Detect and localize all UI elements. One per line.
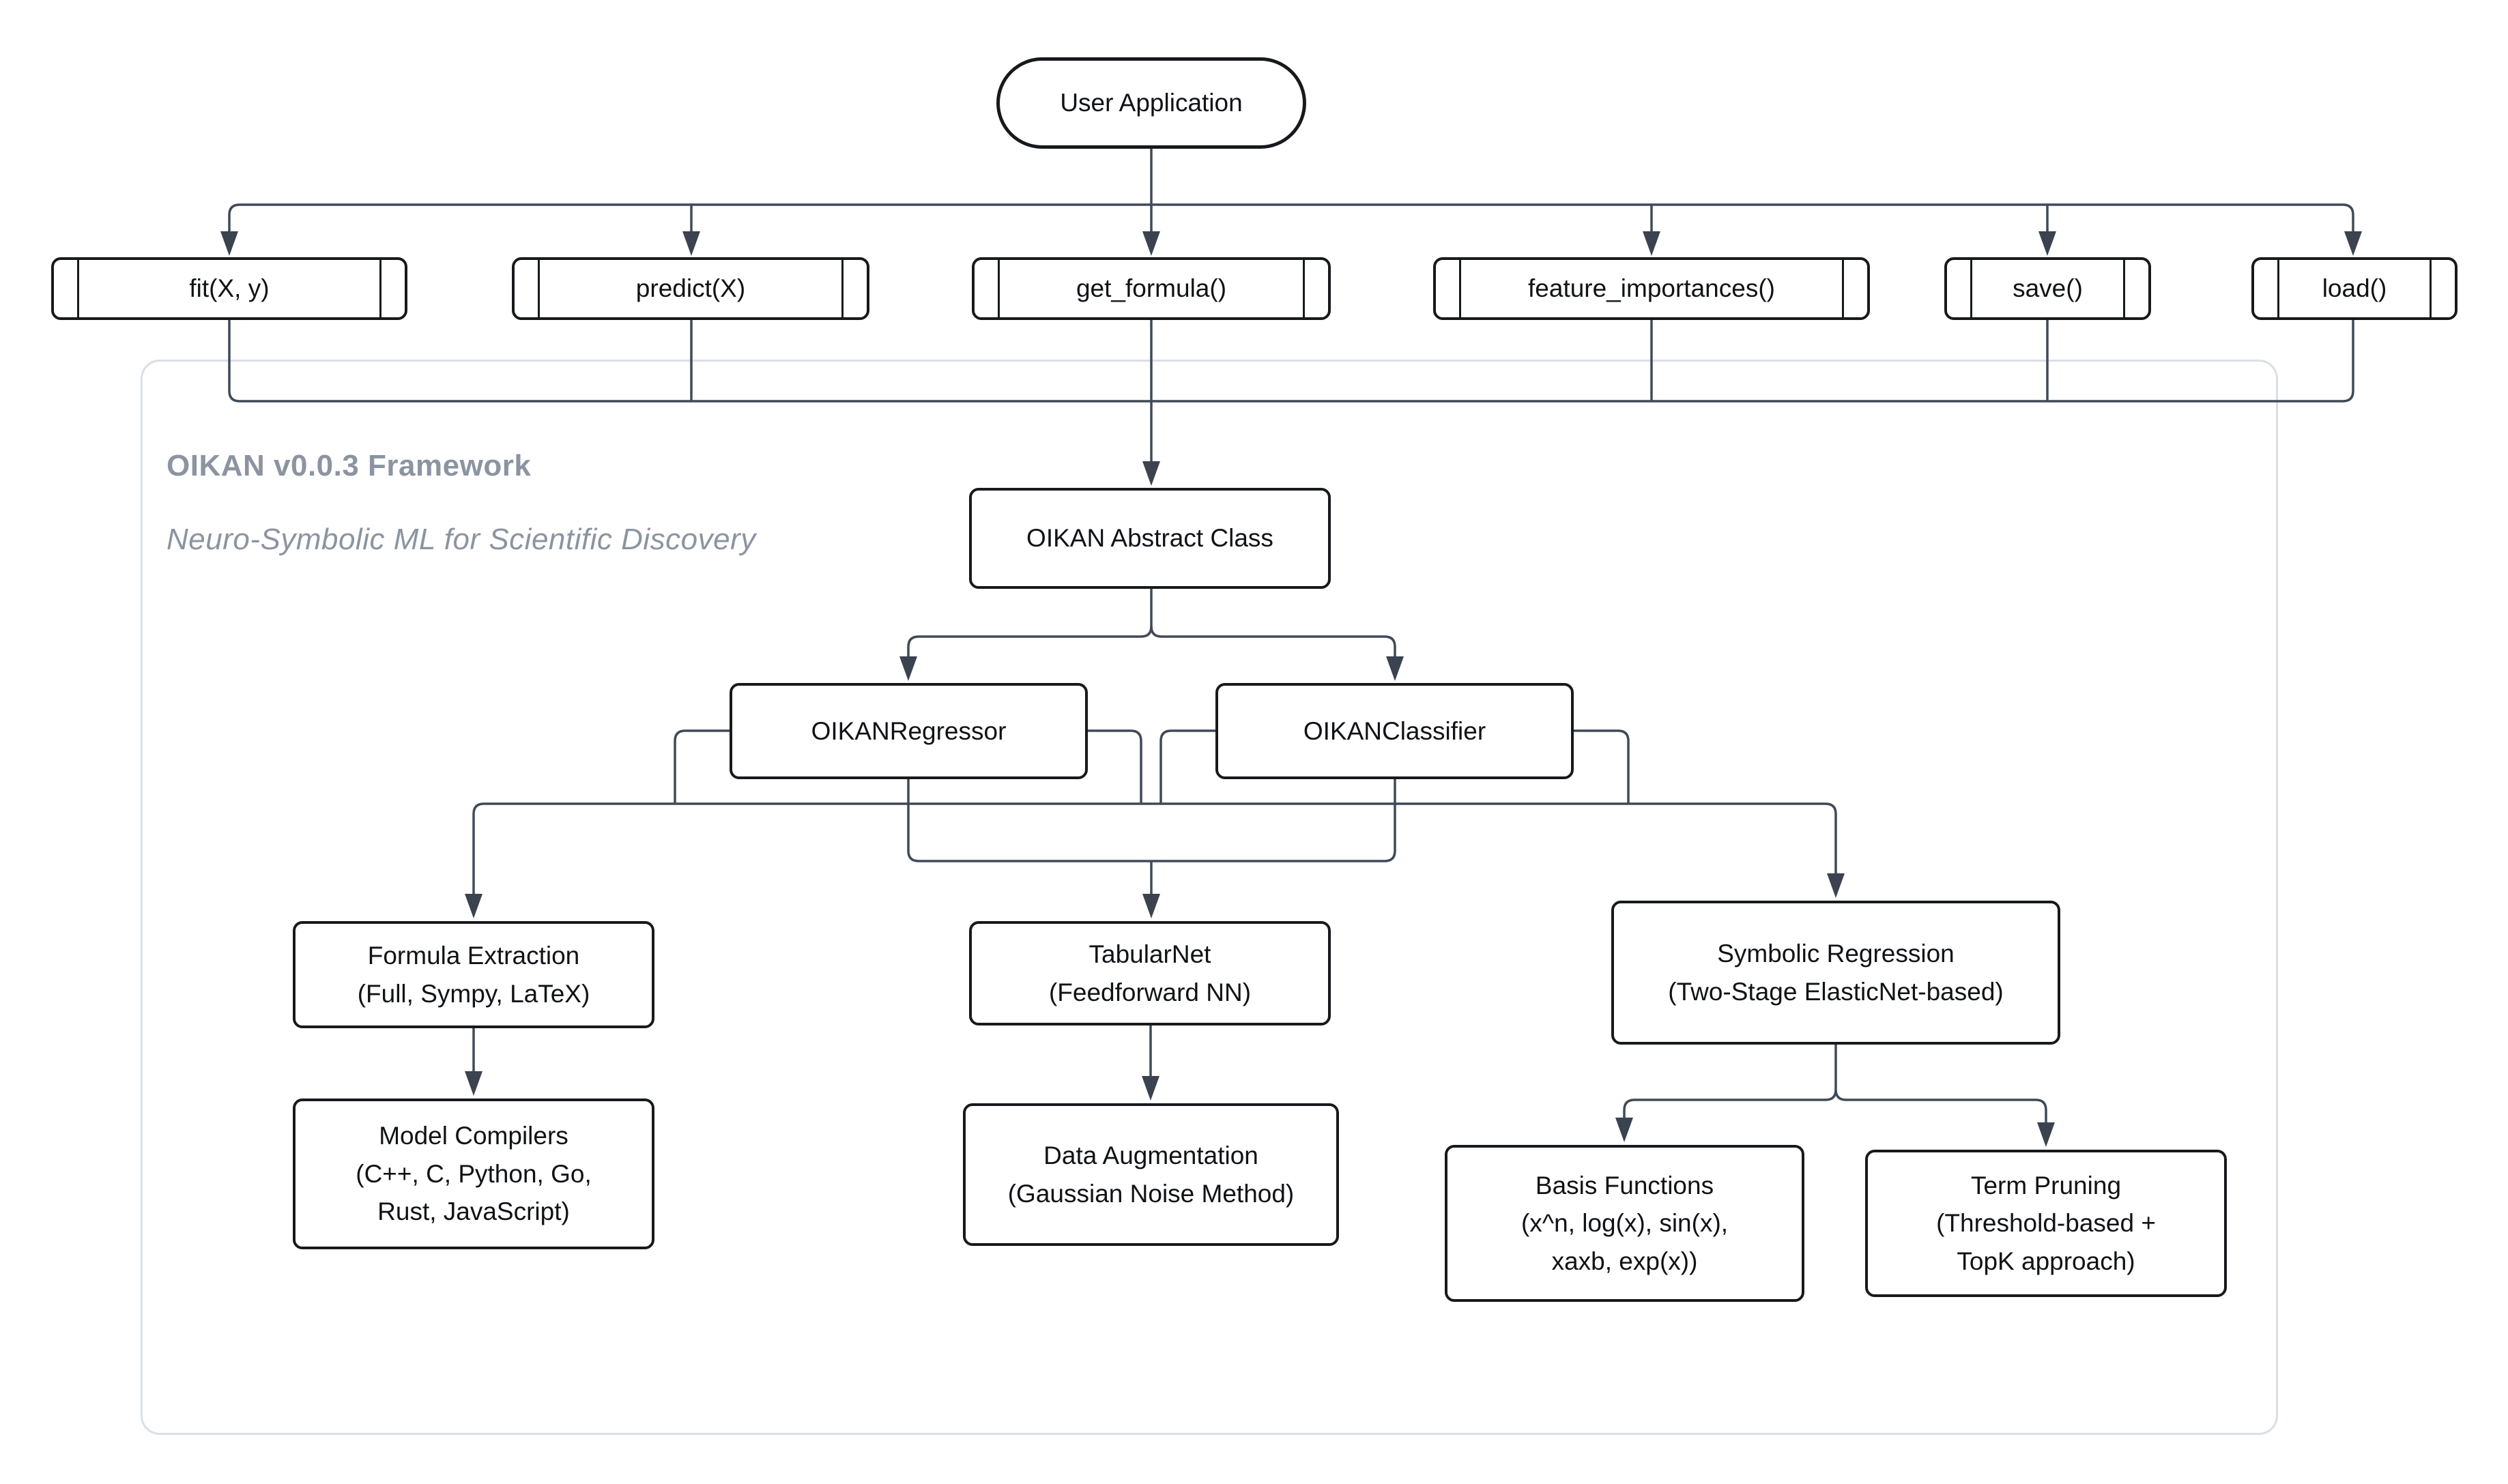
node-formula-extraction: Formula Extraction (Full, Sympy, LaTeX) [293, 921, 654, 1028]
node-label: Model Compilers [379, 1122, 568, 1150]
node-label: feature_importances() [1528, 274, 1775, 303]
node-label: TabularNet [1089, 940, 1211, 968]
node-user-application: User Application [996, 57, 1306, 149]
node-model-compilers: Model Compilers (C++, C, Python, Go, Rus… [293, 1099, 654, 1249]
node-label: Formula Extraction [367, 942, 580, 970]
node-save: save() [1944, 257, 2151, 320]
node-term-pruning: Term Pruning (Threshold-based + TopK app… [1865, 1150, 2227, 1297]
node-oikan-classifier: OIKANClassifier [1215, 683, 1574, 779]
node-symbolic-regression: Symbolic Regression (Two-Stage ElasticNe… [1611, 901, 2060, 1045]
node-tabularnet: TabularNet (Feedforward NN) [969, 921, 1331, 1025]
node-oikan-regressor: OIKANRegressor [730, 683, 1088, 779]
node-sublabel: (x^n, log(x), sin(x), [1520, 1209, 1729, 1238]
node-label: OIKANClassifier [1303, 716, 1486, 745]
node-label: Symbolic Regression [1717, 940, 1955, 967]
node-feature-importances: feature_importances() [1433, 257, 1870, 320]
node-get-formula: get_formula() [972, 257, 1331, 320]
node-label: predict(X) [635, 274, 746, 303]
node-load: load() [2251, 257, 2457, 320]
node-sublabel: xaxb, exp(x)) [1551, 1247, 1698, 1275]
node-label: get_formula() [1076, 274, 1227, 303]
node-label: fit(X, y) [189, 274, 270, 303]
node-label: OIKANRegressor [811, 716, 1007, 745]
node-label: Basis Functions [1535, 1171, 1714, 1199]
node-label: User Application [1060, 89, 1243, 117]
node-label: save() [2013, 274, 2083, 303]
node-label: Term Pruning [1970, 1171, 2122, 1199]
node-basis-functions: Basis Functions (x^n, log(x), sin(x), xa… [1445, 1145, 1804, 1302]
node-label: load() [2322, 274, 2387, 303]
node-sublabel: (Feedforward NN) [1048, 978, 1252, 1006]
node-sublabel: (C++, C, Python, Go, [356, 1159, 592, 1188]
node-sublabel: TopK approach) [1957, 1247, 2135, 1275]
node-sublabel: (Full, Sympy, LaTeX) [357, 979, 590, 1008]
node-oikan-abstract-class: OIKAN Abstract Class [969, 488, 1331, 589]
node-fit: fit(X, y) [51, 257, 407, 320]
node-sublabel: Rust, JavaScript) [377, 1197, 570, 1226]
node-predict: predict(X) [512, 257, 869, 320]
node-sublabel: (Gaussian Noise Method) [1007, 1179, 1295, 1208]
node-sublabel: (Two-Stage ElasticNet-based) [1668, 977, 2004, 1006]
framework-subtitle: Neuro-Symbolic ML for Scientific Discove… [167, 523, 756, 556]
node-label: Data Augmentation [1043, 1141, 1258, 1169]
framework-title: OIKAN v0.0.3 Framework [167, 449, 532, 482]
node-sublabel: (Threshold-based + [1936, 1209, 2156, 1238]
node-data-augmentation: Data Augmentation (Gaussian Noise Method… [963, 1103, 1339, 1246]
node-label: OIKAN Abstract Class [1026, 524, 1273, 553]
